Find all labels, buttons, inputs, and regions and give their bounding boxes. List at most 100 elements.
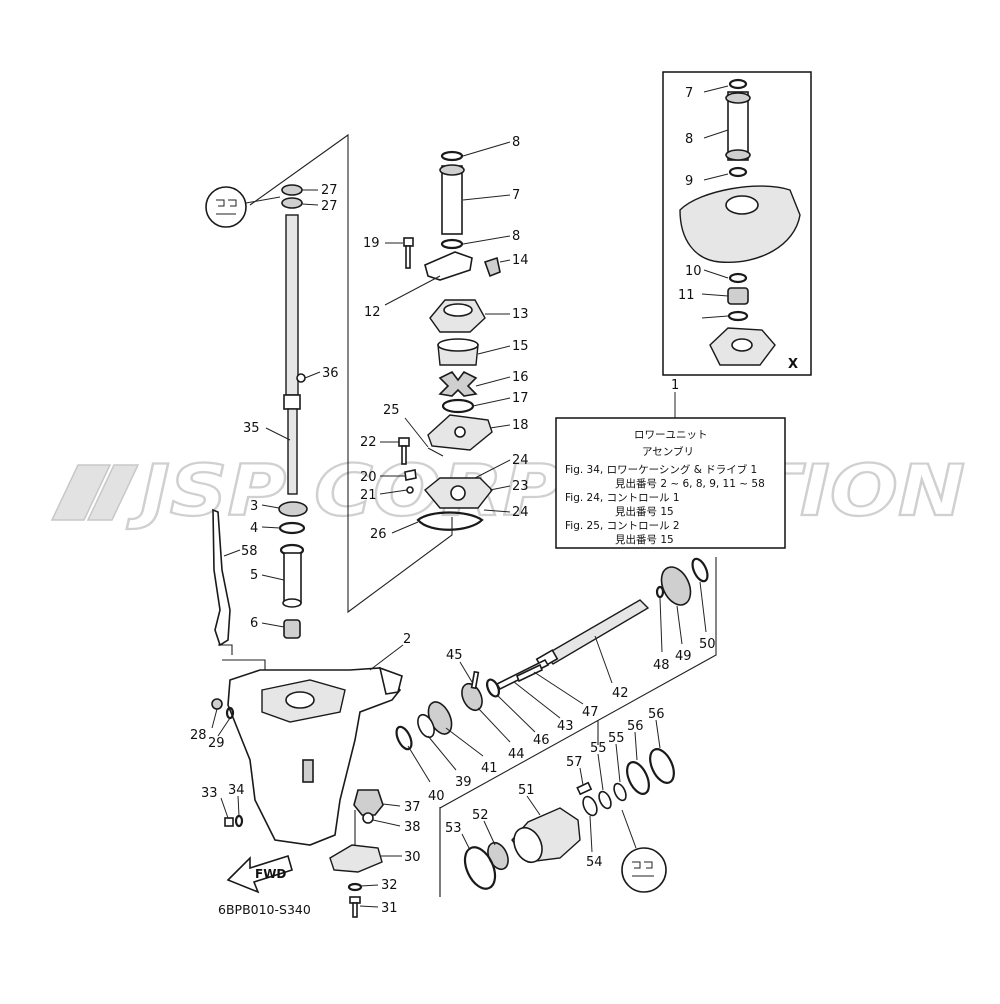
callout-16: 16 [512, 370, 529, 385]
callout-33: 33 [201, 786, 218, 801]
leader-52 [483, 820, 496, 846]
leader-8b [462, 235, 511, 245]
leader-41 [445, 727, 484, 757]
callout-numbers: 8 7 8 19 14 12 13 15 16 17 25 18 22 24 2… [190, 135, 716, 916]
leader-6 [261, 622, 285, 628]
sleeve-5 [283, 552, 302, 604]
leader-40 [407, 745, 431, 783]
callout-4: 4 [250, 521, 258, 536]
leader-2 [369, 644, 404, 671]
info-line-1: ロワーユニット [634, 429, 708, 441]
callout-8a: 8 [512, 135, 520, 150]
leader-55a [597, 753, 604, 791]
bolt-19-shank [405, 245, 411, 269]
water-pump-group [398, 150, 501, 531]
leader-49 [676, 605, 683, 645]
propeller-shaft-group [395, 557, 709, 893]
outer-plate-hole [454, 426, 466, 438]
callout-27b: 27 [321, 199, 338, 214]
leader-x9 [703, 269, 729, 279]
leader-lines [211, 141, 707, 908]
inset-oring-9 [728, 272, 748, 284]
bolt-31-head [349, 896, 361, 904]
detail-glyph-upper [216, 199, 237, 215]
callout-53: 53 [445, 821, 462, 836]
shift-rod-58 [212, 508, 231, 647]
fwd-arrow [226, 854, 293, 894]
inset-callout-9: 10 [685, 264, 702, 279]
inset-housing-boss [725, 195, 759, 215]
callout-24a: 24 [512, 453, 529, 468]
bushing-6 [283, 619, 301, 639]
leader-57 [579, 767, 584, 786]
callout-7: 7 [512, 188, 520, 203]
detail-glyph-lower [632, 861, 654, 877]
leader-26 [391, 521, 419, 534]
casing-window [302, 759, 314, 783]
drive-shaft-upper [285, 214, 299, 396]
impeller-16 [438, 370, 478, 397]
callout-28: 28 [190, 728, 207, 743]
callout-34: 34 [228, 783, 245, 798]
callout-21: 21 [360, 488, 377, 503]
leader-34 [237, 795, 240, 817]
leader-56a [634, 731, 638, 761]
leader-36 [304, 371, 321, 379]
shaft-group-outline [249, 133, 453, 614]
oring-8-top [440, 150, 464, 162]
leader-39 [427, 735, 457, 771]
callout-48: 48 [653, 658, 670, 673]
propeller-shaft-42 [543, 599, 650, 665]
callout-39: 39 [455, 775, 472, 790]
pinion-37 [353, 789, 384, 816]
callout-44: 44 [508, 747, 525, 762]
inset-callout-7: 8 [685, 132, 693, 147]
leader-15 [477, 345, 511, 355]
drive-shaft-lower [287, 408, 298, 495]
drive-shaft-group [205, 184, 308, 647]
callout-35: 35 [243, 421, 260, 436]
water-tube-7 [441, 165, 463, 235]
leader-31 [359, 905, 379, 908]
callout-26: 26 [370, 527, 387, 542]
inset-oring-11 [727, 310, 749, 322]
leader-16 [475, 376, 511, 387]
spring-46 [485, 678, 501, 698]
callout-37: 37 [404, 800, 421, 815]
callout-36: 36 [322, 366, 339, 381]
leader-28 [211, 708, 218, 729]
leader-48 [659, 597, 663, 653]
watermark-logo-mark-right [86, 464, 140, 521]
callout-55a: 55 [590, 741, 607, 756]
callout-42: 42 [612, 686, 629, 701]
diagram-code: 6BPB010-S340 [218, 902, 311, 917]
plug-28 [211, 698, 223, 710]
bolt-22-shank [401, 445, 407, 465]
callout-47: 47 [582, 705, 599, 720]
washer-48 [655, 585, 665, 599]
detail-upper-leader [245, 196, 281, 204]
callout-57: 57 [566, 755, 583, 770]
gasket-17 [441, 398, 475, 414]
callout-6: 6 [250, 616, 258, 631]
callout-32: 32 [381, 878, 398, 893]
leader-x7 [703, 129, 729, 139]
callout-14: 14 [512, 253, 529, 268]
sleeve-5-bottom [282, 598, 302, 608]
watermark: JSP CORPORATION [50, 449, 966, 533]
detail-circle-upper [205, 186, 247, 228]
inset-base-hole [731, 338, 753, 352]
leader-17 [472, 397, 511, 407]
callout-56a: 56 [627, 719, 644, 734]
seal-55b [613, 782, 627, 802]
lower-casing-group: FWD 6BPB010-S340 [211, 666, 403, 918]
leader-23 [489, 485, 511, 491]
info-line-8: 見出番号 15 [615, 533, 674, 546]
fwd-label: FWD [255, 867, 286, 881]
shim-50 [691, 557, 709, 583]
leader-33 [220, 797, 229, 819]
bolt-22-head [398, 437, 410, 447]
info-line-2: アセンブリ [642, 445, 694, 458]
callout-23: 23 [512, 479, 529, 494]
bearing-27-lower [281, 197, 303, 209]
